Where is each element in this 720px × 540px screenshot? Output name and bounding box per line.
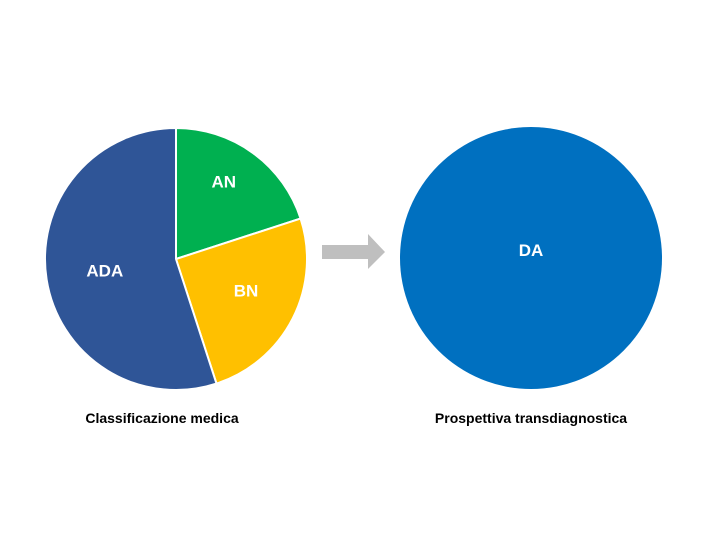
- slice-label-ada: ADA: [86, 261, 123, 280]
- pie-slice-an: [175, 126, 302, 261]
- slice-label-bn: BN: [234, 282, 259, 301]
- pie-slice-ada: [44, 126, 218, 391]
- caption-classificazione-medica: Classificazione medica: [85, 410, 239, 426]
- pie-prospettiva-transdiagnostica: DA: [400, 127, 662, 389]
- pie-slice-bn: [174, 217, 308, 385]
- slice-label-an: AN: [211, 172, 236, 191]
- slice-label-da: DA: [519, 241, 544, 260]
- pie-slice-da: [400, 127, 662, 389]
- arrow-right-icon: [322, 234, 385, 269]
- caption-prospettiva-transdiagnostica: Prospettiva transdiagnostica: [434, 410, 628, 426]
- pie-classificazione-medica: AN BN ADA: [44, 126, 308, 391]
